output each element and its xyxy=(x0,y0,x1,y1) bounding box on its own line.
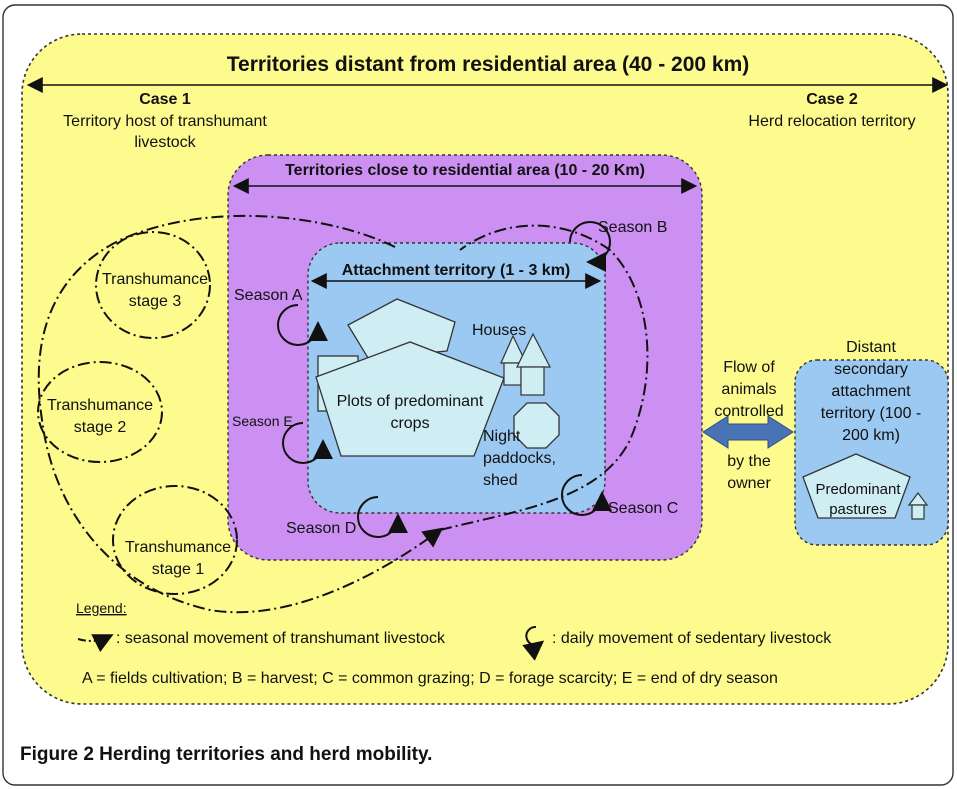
attachment-title: Attachment territory (1 - 3 km) xyxy=(342,262,571,279)
pastures-line1: Predominant xyxy=(815,481,901,498)
legend-title: Legend: xyxy=(76,600,127,616)
distant-line1: Distant xyxy=(846,339,896,356)
transhumance-stage1-ellipse xyxy=(112,485,238,595)
flow-double-arrow xyxy=(702,415,794,449)
transhumance3-line1: Transhumance xyxy=(102,271,208,288)
season-b-loop-icon xyxy=(569,221,611,272)
transhumance1-line1: Transhumance xyxy=(125,539,231,556)
night-line2: paddocks, xyxy=(483,450,556,467)
flow-line2: animals xyxy=(721,381,776,398)
caption-label: Figure 2 xyxy=(20,744,94,765)
case1-line1: Territory host of transhumant xyxy=(63,113,267,130)
plots-line1: Plots of predominant xyxy=(337,393,484,410)
case1-heading: Case 1 xyxy=(139,91,191,108)
transhumance1-line2: stage 1 xyxy=(152,561,205,578)
houses-label: Houses xyxy=(472,322,526,339)
outer-title: Territories distant from residential are… xyxy=(227,53,749,76)
season-a-label: Season A xyxy=(234,287,303,304)
flow-line1: Flow of xyxy=(723,359,775,376)
season-c-label: Season C xyxy=(608,500,678,517)
season-d-label: Season D xyxy=(286,520,356,537)
seasonal-movement-path-west xyxy=(37,214,444,614)
plots-line2: crops xyxy=(390,415,429,432)
figure-caption: Figure 2 Herding territories and herd mo… xyxy=(20,744,432,766)
transhumance2-line1: Transhumance xyxy=(47,397,153,414)
season-c-loop-icon xyxy=(561,474,612,516)
night-line1: Night xyxy=(483,428,521,445)
pastures-line2: pastures xyxy=(829,501,887,518)
distant-line5: 200 km) xyxy=(842,427,900,444)
distant-line4: territory (100 - xyxy=(821,405,921,422)
flow-line3: controlled xyxy=(714,403,783,420)
caption-text: Herding territories and herd mobility. xyxy=(93,744,433,765)
distant-line3: attachment xyxy=(831,383,911,400)
legend-daily-text: : daily movement of sedentary livestock xyxy=(552,630,832,647)
flow-line5: owner xyxy=(727,475,771,492)
pasture-shape xyxy=(802,453,911,519)
season-d-loop-icon xyxy=(357,496,408,538)
transhumance-stage2-ellipse xyxy=(37,361,163,463)
season-e-loop-icon xyxy=(282,422,333,464)
case2-heading: Case 2 xyxy=(806,91,858,108)
season-b-label: Season B xyxy=(598,219,667,236)
close-title: Territories close to residential area (1… xyxy=(285,162,645,179)
case2-line1: Herd relocation territory xyxy=(748,113,915,130)
transhumance-stage3-ellipse xyxy=(95,231,211,339)
small-house-icon xyxy=(907,492,929,520)
season-a-loop-icon xyxy=(277,304,328,346)
legend-abbrev-text: A = fields cultivation; B = harvest; C =… xyxy=(82,670,778,687)
legend-seasonal-text: : seasonal movement of transhumant lives… xyxy=(116,630,446,647)
house-icon xyxy=(500,332,551,396)
crop-plot-shape-top xyxy=(347,298,456,359)
legend-seasonal-icon xyxy=(77,634,114,653)
crop-plot-shape-main xyxy=(315,341,505,457)
legend-daily-icon xyxy=(522,625,545,661)
night-line3: shed xyxy=(483,472,518,489)
case1-line2: livestock xyxy=(134,134,196,151)
flow-line4: by the xyxy=(727,453,771,470)
transhumance2-line2: stage 2 xyxy=(74,419,127,436)
transhumance3-line2: stage 3 xyxy=(129,293,182,310)
seasonal-movement-path-east xyxy=(439,224,649,531)
night-paddock-shape xyxy=(513,402,560,449)
distant-line2: secondary xyxy=(834,361,908,378)
season-e-label: Season E xyxy=(232,413,293,429)
